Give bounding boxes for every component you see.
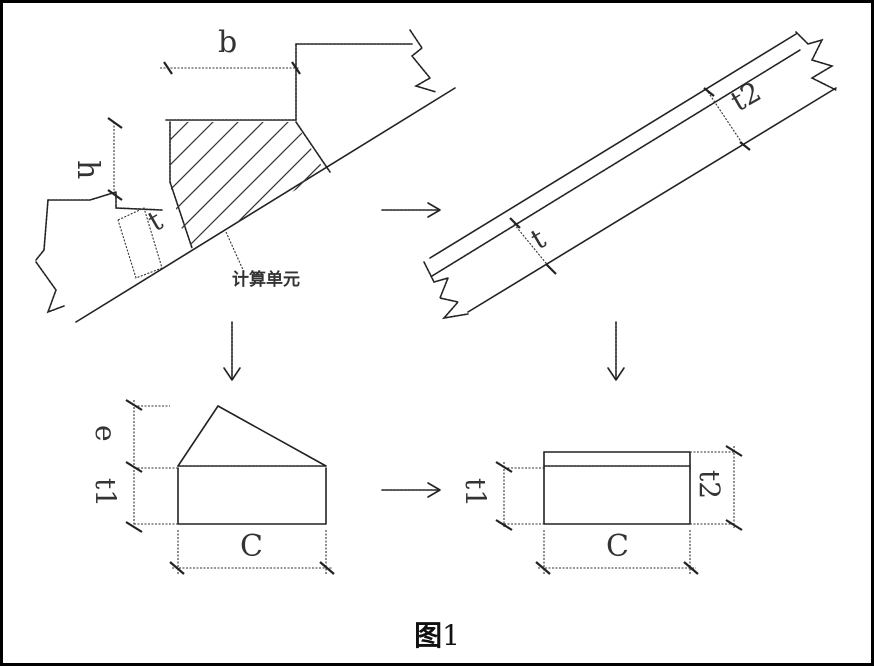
top-right-equivalent-slab (423, 31, 837, 320)
label-b: b (218, 25, 237, 60)
direction-arrows (223, 202, 625, 498)
caption-prefix: 图 (414, 619, 443, 652)
label-t1-left: t1 (89, 478, 122, 507)
label-e: e (89, 425, 122, 442)
bottom-left-section (125, 399, 335, 575)
caption-number: 1 (442, 619, 460, 652)
label-t2-bottom: t2 (693, 470, 726, 499)
label-c-right: C (606, 529, 629, 564)
label-t1-right: t1 (459, 478, 492, 507)
label-c-left: C (240, 529, 263, 564)
label-t-right: t (525, 221, 552, 256)
figure-caption: 图1 (0, 614, 874, 654)
label-h: h (70, 160, 105, 179)
label-t-left: t (142, 203, 169, 238)
label-t2-right: t2 (725, 75, 767, 118)
hatched-area (170, 122, 326, 248)
label-calc-unit: 计算单元 (232, 269, 300, 290)
bottom-right-section (495, 445, 743, 575)
